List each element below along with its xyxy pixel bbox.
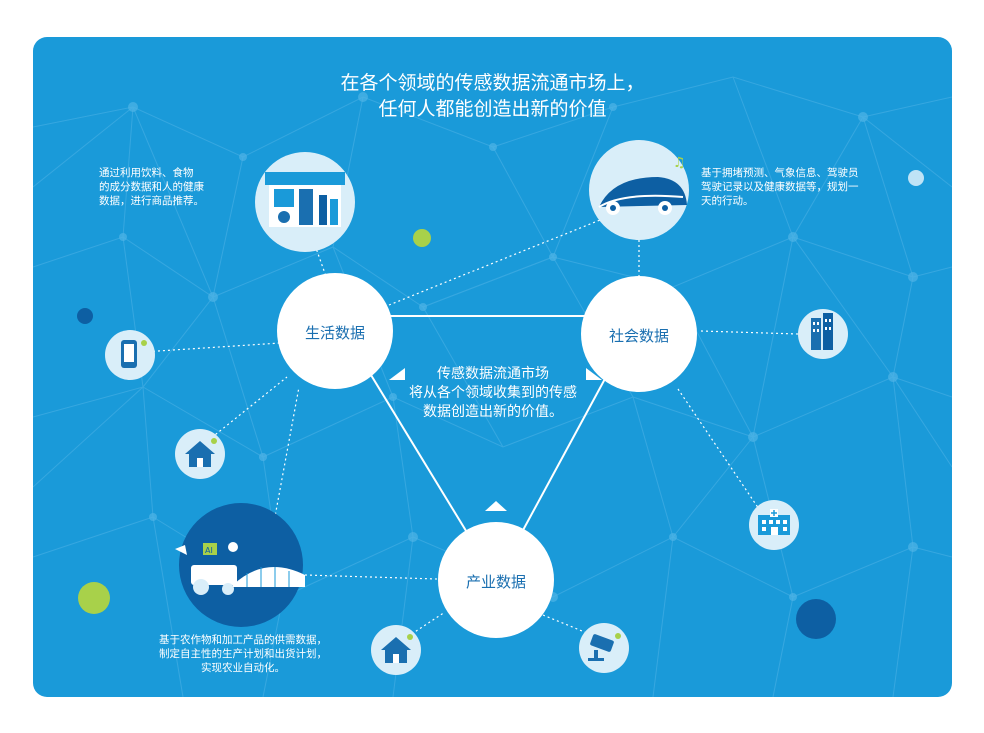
car-description: 基于拥堵预测、气象信息、驾驶员 驾驶记录以及健康数据等，规划一 天的行动。 (701, 166, 859, 208)
farm-icon: AI (175, 503, 305, 627)
title-line: 在各个领域的传感数据流通市场上， (340, 72, 645, 94)
mesh-dots (119, 92, 918, 602)
camera-icon (579, 623, 629, 673)
arrow-right (586, 368, 602, 380)
desc-line: 数据，进行商品推荐。 (99, 195, 204, 207)
center-line: 将从各个领域收集到的传感 (409, 385, 577, 401)
car-icon: ♫ (589, 140, 689, 240)
arrow-bottom (485, 501, 507, 511)
node-life-circle (277, 273, 393, 389)
desc-line: 天的行动。 (701, 195, 754, 207)
dark-bubble (77, 308, 93, 324)
phone-icon (105, 330, 155, 380)
ai-chip-label: AI (205, 546, 213, 555)
shop-icon (255, 152, 355, 252)
desc-line: 的成分数据和人的健康 (99, 181, 204, 193)
network-graphic: ♫ AI (33, 76, 952, 697)
desc-line: 实现农业自动化。 (201, 662, 285, 674)
diagram-panel: ♫ AI (33, 37, 952, 697)
center-line: 数据创造出新的价值。 (423, 404, 563, 420)
node-society-circle (581, 276, 697, 392)
light-bubble (908, 170, 924, 186)
node-life-label: 生活数据 (304, 324, 365, 342)
node-society-label: 社会数据 (608, 327, 669, 345)
node-industry-circle (438, 522, 554, 638)
building-icon (798, 309, 848, 359)
house-icon (371, 625, 421, 675)
svg-text:♫: ♫ (673, 155, 686, 171)
green-bubble (413, 229, 431, 247)
page-title: 在各个领域的传感数据流通市场上， 任何人都能创造出新的价值 (33, 70, 952, 122)
green-bubble (78, 582, 110, 614)
arrow-left (389, 368, 405, 380)
desc-line: 基于拥堵预测、气象信息、驾驶员 (701, 167, 859, 179)
shop-description: 通过利用饮料、食物 的成分数据和人的健康 数据，进行商品推荐。 (99, 166, 204, 208)
desc-line: 制定自主性的生产计划和出货计划， (159, 648, 327, 660)
center-description: 传感数据流通市场 将从各个领域收集到的传感 数据创造出新的价值。 (358, 365, 628, 422)
desc-line: 驾驶记录以及健康数据等，规划一 (701, 181, 859, 193)
hospital-icon (749, 500, 799, 550)
center-line: 传感数据流通市场 (437, 366, 549, 382)
title-line: 任何人都能创造出新的价值 (378, 98, 607, 120)
desc-line: 基于农作物和加工产品的供需数据， (159, 634, 327, 646)
house-icon (175, 429, 225, 479)
dotted-connectors (142, 216, 799, 646)
node-industry-label: 产业数据 (465, 573, 526, 591)
dark-bubble (796, 599, 836, 639)
desc-line: 通过利用饮料、食物 (99, 167, 194, 179)
farm-description: 基于农作物和加工产品的供需数据， 制定自主性的生产计划和出货计划， 实现农业自动… (113, 633, 373, 675)
